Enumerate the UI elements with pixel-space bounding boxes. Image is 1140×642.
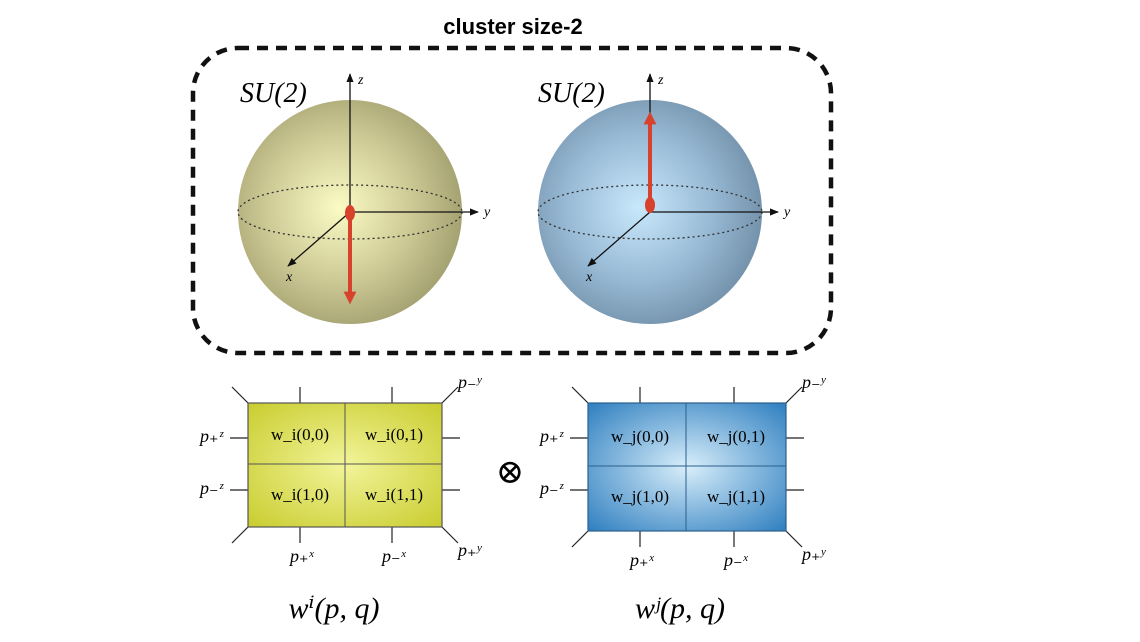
z-axis-label: z	[657, 73, 664, 88]
x-axis	[587, 211, 651, 267]
label-py-plus: p₊ʸ	[800, 544, 827, 564]
cluster-border	[190, 45, 834, 356]
cluster-title: cluster size-2	[443, 14, 582, 39]
grid-cell-w00: w_i(0,0)	[271, 425, 329, 444]
grid-cell-w00: w_j(0,0)	[611, 427, 669, 446]
label-px-plus: p₊ˣ	[628, 550, 655, 570]
label-py-minus: p₋ʸ	[456, 372, 483, 392]
label-pz-minus: p₋ᶻ	[538, 478, 565, 498]
su2-label: SU(2)	[240, 78, 307, 109]
label-py-plus: p₊ʸ	[456, 540, 483, 560]
weight-grid-left: w_i(0,0) w_i(0,1) w_i(1,0) w_i(1,1) p₊ᶻ …	[198, 372, 483, 625]
label-px-plus: p₊ˣ	[288, 546, 315, 566]
caption-wj: wʲ(p, q)	[635, 592, 725, 625]
label-py-minus: p₋ʸ	[800, 372, 827, 392]
su2-label: SU(2)	[538, 78, 605, 109]
y-axis-label: y	[482, 205, 491, 220]
x-axis	[287, 211, 351, 267]
grid-cell-w01: w_j(0,1)	[707, 427, 765, 446]
label-pz-minus: p₋ᶻ	[198, 478, 225, 498]
weight-grid-right: w_j(0,0) w_j(0,1) w_j(1,0) w_j(1,1) p₊ᶻ …	[538, 372, 827, 625]
sphere-right: z y x SU(2)	[537, 73, 791, 324]
grid-cell-w01: w_i(0,1)	[365, 425, 423, 444]
grid-cell-w10: w_j(1,0)	[611, 487, 669, 506]
tensor-product-operator: ⊗	[496, 454, 525, 491]
grid-cell-w10: w_i(1,0)	[271, 485, 329, 504]
grid-legs	[230, 386, 460, 544]
z-axis-label: z	[357, 73, 364, 88]
x-axis-label: x	[285, 270, 293, 285]
label-px-minus: p₋ˣ	[380, 546, 407, 566]
y-axis-label: y	[782, 205, 791, 220]
grid-cell-w11: w_j(1,1)	[707, 487, 765, 506]
grid-box-blue	[587, 402, 787, 532]
label-pz-plus: p₊ᶻ	[198, 426, 225, 446]
grid-legs	[570, 386, 804, 548]
sphere-left: z y x SU(2)	[237, 73, 491, 324]
label-px-minus: p₋ˣ	[722, 550, 749, 570]
grid-cell-w11: w_i(1,1)	[365, 485, 423, 504]
x-axis-label: x	[585, 270, 593, 285]
label-pz-plus: p₊ᶻ	[538, 426, 565, 446]
caption-wi: wⁱ(p, q)	[288, 592, 379, 625]
